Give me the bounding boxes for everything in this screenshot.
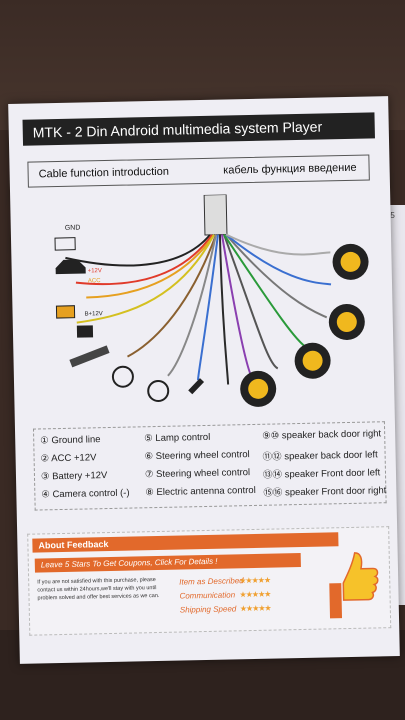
antenna-icon [69,345,110,368]
legend-item: ⑦ Steering wheel control [144,467,251,481]
battery-icon [54,237,76,251]
legend-item: ⑮⑯ speaker Front door right [263,485,387,499]
rating-label: Shipping Speed [179,604,237,615]
feedback-banner: Leave 5 Stars To Get Coupons, Click For … [34,553,301,573]
rating-label: Communication [179,590,236,601]
steering-wheel-icon [111,365,134,388]
gnd-label: GND [65,225,81,232]
legend-item: ④ Camera control (-) [41,487,130,501]
sheet-header: MTK - 2 Din Android multimedia system Pl… [22,112,375,146]
b12-label: B+12V [85,311,103,317]
legend-item: ③ Battery +12V [40,470,108,483]
legend-item: ① Ground line [40,434,101,447]
thumbs-up-icon [329,552,379,619]
legend-item: ⑬⑭ speaker Front door left [262,467,381,481]
feedback-title: About Feedback [32,532,339,553]
star-rating: ★★★★★ [239,575,271,586]
legend-item: ⑧ Electric antenna control [145,484,256,499]
plus12-label: +12V [88,268,102,274]
rating-label: Item as Described [179,576,244,587]
car-icon [55,259,86,275]
steering-wheel-icon [147,379,170,402]
speaker-icon [332,243,369,280]
legend-item: ⑥ Steering wheel control [144,449,250,463]
harness-connector-icon [203,193,228,236]
legend-box: ① Ground line ② ACC +12V ③ Battery +12V … [32,421,387,511]
wire-bundle [65,233,332,385]
legend-item: ⑪⑫ speaker back door left [262,449,378,463]
speaker-icon [294,342,331,379]
star-rating: ★★★★★ [239,589,271,600]
battery-plus-icon [55,305,76,319]
camera-icon [76,325,94,338]
legend-item: ② ACC +12V [40,452,97,465]
subtitle-russian: кабель функция введение [223,161,357,177]
subtitle-english: Cable function introduction [38,165,170,181]
feedback-section: About Feedback Leave 5 Stars To Get Coup… [27,526,392,636]
star-rating: ★★★★★ [239,603,271,614]
instruction-sheet: MTK - 2 Din Android multimedia system Pl… [8,96,400,664]
acc-label: ACC [88,278,101,284]
wiring-diagram: GND +12V ACC B+12V [54,193,369,407]
subtitle-box: Cable function introduction кабель функц… [27,154,370,188]
speaker-icon [240,370,277,407]
legend-item: ⑨⑩ speaker back door right [262,428,382,442]
feedback-body: If you are not satisfied with this purch… [37,577,160,602]
legend-item: ⑤ Lamp control [144,431,211,445]
antenna-mast-icon [188,378,205,395]
speaker-icon [328,303,365,340]
